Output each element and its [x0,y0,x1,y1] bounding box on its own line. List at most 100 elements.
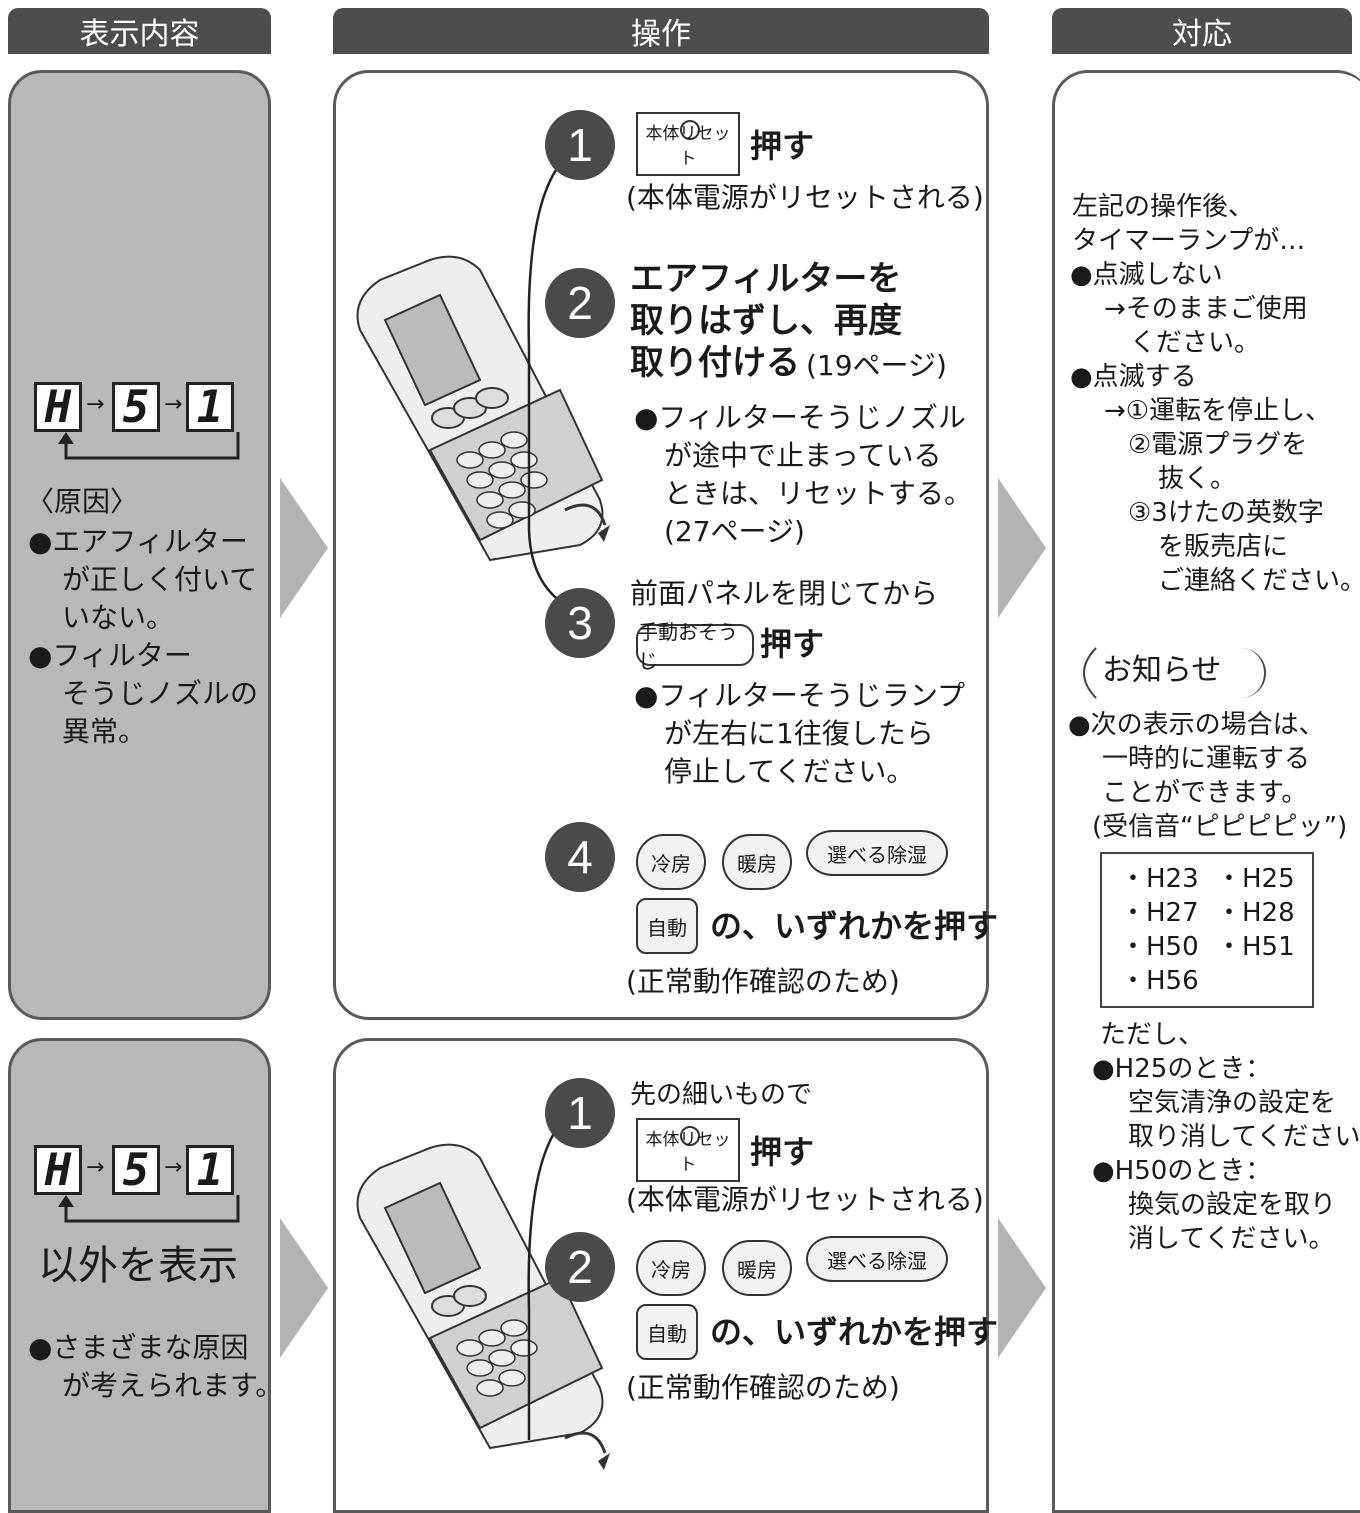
step-action: の、いずれかを押す [710,1313,999,1351]
caveat-line: 空気清浄の設定を [1128,1088,1337,1118]
remote-control-illustration [356,1143,610,1470]
page-reference: (27ページ) [664,515,805,548]
code-char-1: 1 [186,382,234,433]
step-note: (正常動作確認のため) [626,1371,900,1404]
caveat-line: ただし、 [1100,1020,1205,1050]
step-action: 押す [760,625,825,663]
response-line: ご連絡ください。 [1158,566,1360,596]
display-box-2 [8,1038,271,1513]
display-box-1 [8,70,271,1020]
arrow-right-icon: → [86,1155,105,1180]
auto-button: 自動 [636,1304,698,1360]
arrow-right-icon: → [86,392,105,417]
body-reset-label: 本体リセット [645,124,731,169]
step-action: の、いずれかを押す [710,907,999,945]
cool-button: 冷房 [636,1240,706,1296]
step-instruction: 先の細いもので [630,1080,813,1110]
cause-line: そうじノズルの [62,677,259,710]
body-reset-label: 本体リセット [645,1130,731,1175]
heat-button: 暖房 [722,1240,792,1296]
cause-line: ●エアフィルター [28,525,248,558]
caveat-line: 換気の設定を取り [1128,1190,1337,1220]
code-char-h: H [34,1145,82,1196]
error-code-list [1100,852,1314,1008]
step-bullet: が途中で止まっている [664,439,942,472]
cause-line: いない。 [62,601,175,634]
manual-clean-button: 手動おそうじ [636,620,754,673]
cool-button: 冷房 [636,834,706,890]
step-bullet: ときは、リセットする。 [664,477,973,510]
step-instruction: エアフィルターを [630,259,902,299]
error-code: ・H50 [1120,932,1199,962]
error-code: ・H27 [1120,898,1199,928]
response-line: ●点滅しない [1070,260,1223,290]
notice-line: (受信音“ピピピピッ”) [1092,812,1348,842]
body-reset-button: 本体リセット [636,112,740,176]
response-line: タイマーランプが… [1072,226,1306,256]
step-number-1: 1 [545,110,615,180]
flow-arrow-icon [998,478,1046,618]
cause-line: が正しく付いて [62,563,258,596]
other-display-text: 以外を表示 [38,1243,238,1289]
notice-line: ●次の表示の場合は、 [1068,710,1325,740]
error-code: ・H25 [1216,864,1295,894]
notice-line: 一時的に運転する [1102,744,1311,774]
notice-title-text: お知らせ [1102,653,1222,688]
reset-hole-icon [680,120,700,140]
caveat-line: ●H50のとき： [1092,1156,1272,1186]
step-number-3: 3 [545,588,615,658]
step-bullet: ●フィルターそうじランプ [634,679,966,712]
step-bullet: 停止してください。 [664,755,915,788]
flow-arrow-icon [280,478,328,618]
error-code: ・H23 [1120,864,1199,894]
code-char-1: 1 [186,1145,234,1196]
caveat-line: 消してください。 [1128,1224,1335,1254]
response-line: ください。 [1130,328,1261,358]
caveat-line: 取り消してください。 [1128,1122,1360,1152]
step-number-2: 2 [545,1232,615,1302]
body-reset-button: 本体リセット [636,1118,740,1182]
header-response: 対応 [1052,8,1352,54]
notice-line: ことができます。 [1102,778,1308,808]
response-line: 左記の操作後、 [1072,192,1255,222]
dehumidify-button: 選べる除湿 [806,1236,948,1282]
response-line: →①運転を停止し、 [1104,396,1332,426]
cause-line: ●フィルター [28,639,192,672]
error-code: ・H51 [1216,932,1295,962]
reset-hole-icon [680,1126,700,1146]
remote-control-illustration [356,255,610,562]
response-panel [1052,70,1360,1513]
cause-line: ●さまざまな原因 [28,1331,249,1364]
response-line: ●点滅する [1070,362,1197,392]
arrow-right-icon: → [164,1155,183,1180]
heat-button: 暖房 [722,834,792,890]
notice-title [1070,648,1266,698]
step-action: 押す [750,1133,815,1171]
header-display: 表示内容 [8,8,271,54]
caveat-line: ●H25のとき： [1092,1054,1272,1084]
step-number-1: 1 [545,1078,615,1148]
flow-arrow-icon [998,1218,1046,1358]
code-char-5: 5 [112,1145,160,1196]
step-note: (正常動作確認のため) [626,965,900,998]
step-number-4: 4 [545,822,615,892]
step-action: 押す [750,127,815,165]
cause-line: が考えられます。 [62,1369,284,1402]
header-operation: 操作 [333,8,989,54]
code-char-h: H [34,382,82,433]
response-line: 抜く。 [1158,464,1237,494]
response-line: ③3けたの英数字 [1128,498,1324,528]
auto-button: 自動 [636,898,698,954]
page-reference: (19ページ) [806,349,947,382]
step-instruction: 取り付ける [630,343,800,383]
flow-arrow-icon [280,1218,328,1358]
cause-title: 〈原因〉 [26,485,139,518]
response-line: →そのままご使用 [1104,294,1308,324]
step-note: (本体電源がリセットされる) [626,181,984,214]
error-code: ・H56 [1120,966,1199,996]
step-bullet: ●フィルターそうじノズル [634,401,966,434]
loop-arrow-icon [58,432,240,460]
step-number-2: 2 [545,268,615,338]
step-note: (本体電源がリセットされる) [626,1183,984,1216]
arrow-right-icon: → [164,392,183,417]
